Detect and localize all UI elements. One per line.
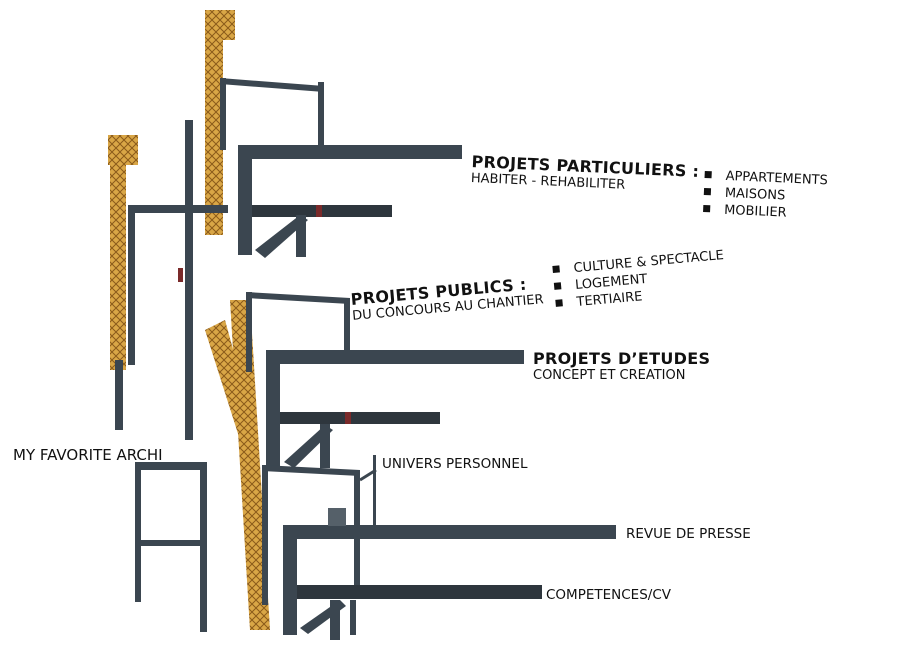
my-favorite-archi-link[interactable]: MY FAVORITE ARCHI [13,446,163,464]
crane-center [205,10,270,630]
particuliers-submenu: APPARTEMENTS MAISONS MOBILIER [703,167,828,223]
item-label: MOBILIER [723,202,787,221]
competences-cv-link[interactable]: COMPETENCES/CV [546,587,671,603]
crane-left [108,135,138,370]
red-details [178,205,351,424]
projets-etudes-subtitle: CONCEPT ET CREATION [533,368,686,383]
projets-etudes-link[interactable]: PROJETS D’ETUDES CONCEPT ET CREATION [533,349,710,383]
item-label: MAISONS [724,185,786,204]
revue-de-presse-link[interactable]: REVUE DE PRESSE [626,526,751,542]
projets-etudes-title: PROJETS D’ETUDES [533,349,711,368]
univers-personnel-link[interactable]: UNIVERS PERSONNEL [382,456,528,472]
steel-frames [115,78,616,640]
